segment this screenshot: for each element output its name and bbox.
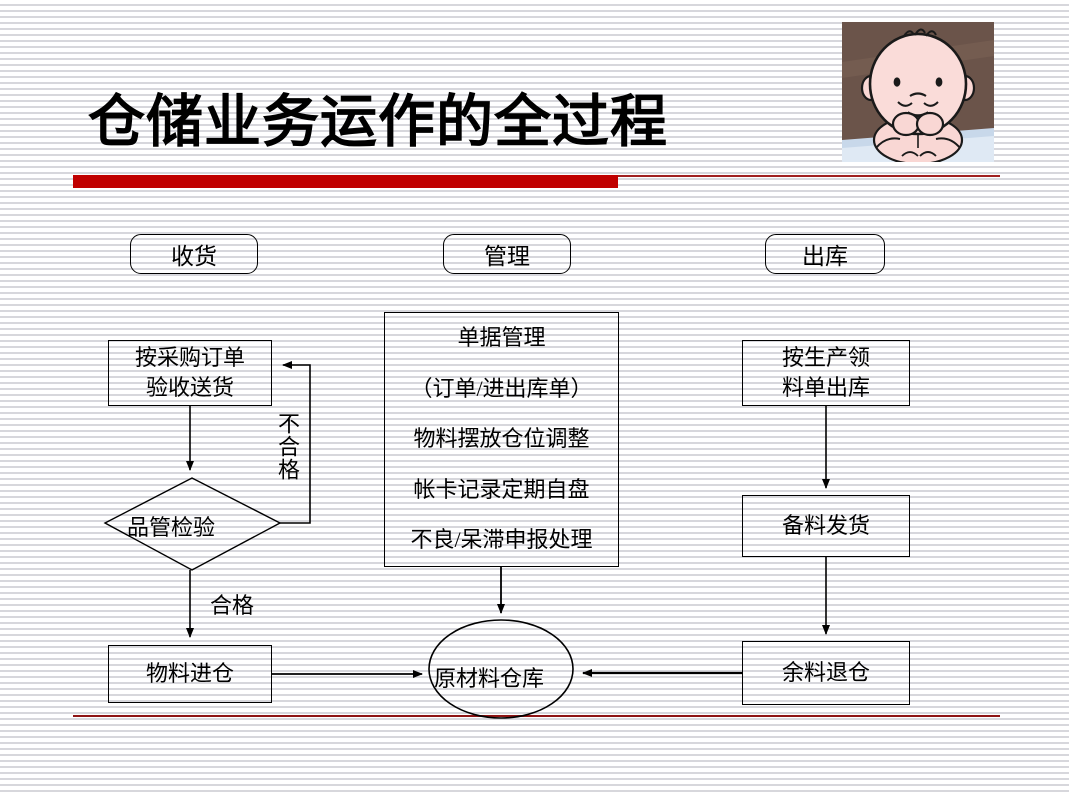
node-material-stock-in-label: 物料进仓 bbox=[145, 661, 234, 686]
mgmt-line-5: 不良/呆滞申报处理 bbox=[410, 527, 593, 552]
node-intake-purchase-order[interactable]: 按采购订单 验收送货 bbox=[108, 340, 272, 406]
column-header-management-label: 管理 bbox=[484, 244, 530, 269]
column-header-management[interactable]: 管理 bbox=[443, 234, 571, 274]
mgmt-line-3: 物料摆放仓位调整 bbox=[413, 426, 590, 451]
baby-illustration-svg bbox=[842, 22, 994, 162]
edge-label-pass: 合格 bbox=[210, 593, 255, 618]
node-prepare-and-ship-label: 备料发货 bbox=[781, 513, 870, 538]
node-material-stock-in[interactable]: 物料进仓 bbox=[108, 645, 272, 703]
node-intake-line2: 验收送货 bbox=[145, 375, 234, 400]
footer-rule bbox=[73, 715, 1000, 717]
node-issue-line1: 按生产领 bbox=[781, 345, 870, 370]
mgmt-line-1: 单据管理 bbox=[457, 325, 546, 350]
column-header-issuing[interactable]: 出库 bbox=[765, 234, 885, 274]
mgmt-line-2: （订单/进出库单） bbox=[410, 375, 593, 401]
node-quality-inspection-label: 品管检验 bbox=[127, 515, 216, 540]
page-title: 仓储业务运作的全过程 bbox=[88, 89, 668, 155]
column-header-receiving-label: 收货 bbox=[171, 244, 217, 269]
node-prepare-and-ship[interactable]: 备料发货 bbox=[742, 495, 910, 557]
column-header-issuing-label: 出库 bbox=[802, 244, 848, 269]
mgmt-line-4: 帐卡记录定期自盘 bbox=[413, 476, 590, 502]
node-return-surplus[interactable]: 余料退仓 bbox=[742, 641, 910, 705]
edge-label-reject: 不合格 bbox=[275, 412, 300, 481]
node-issue-line2: 料单出库 bbox=[781, 375, 870, 400]
node-document-management[interactable]: 单据管理 （订单/进出库单） 物料摆放仓位调整 帐卡记录定期自盘 不良/呆滞申报… bbox=[384, 312, 619, 567]
column-header-receiving[interactable]: 收货 bbox=[130, 234, 258, 274]
node-raw-material-warehouse-label: 原材料仓库 bbox=[434, 666, 545, 691]
title-underline-thick bbox=[73, 175, 618, 188]
node-intake-line1: 按采购订单 bbox=[134, 345, 245, 370]
node-issue-by-production-order[interactable]: 按生产领 料单出库 bbox=[742, 340, 910, 406]
baby-illustration-image bbox=[842, 22, 994, 162]
node-return-surplus-label: 余料退仓 bbox=[781, 660, 870, 685]
